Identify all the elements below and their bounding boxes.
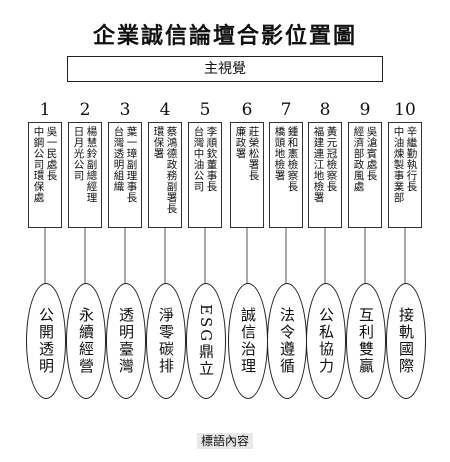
slogan-ellipse: 法令遵循 [267,283,307,399]
person-organization: 台灣透明組織 [112,126,125,192]
person-organization: 日月光公司 [72,126,85,181]
person-organization: 台灣中油公司 [192,126,205,192]
person-organization: 橋頭地檢署 [273,126,286,181]
person-card: 楊慧鈴副總經理日月光公司 [68,122,102,228]
slogan-text: 永續經營 [77,307,95,375]
person-card: 莊榮松署長廉政署 [230,122,264,228]
slogan-text: 法令遵循 [278,307,296,375]
position-number: 5 [199,100,211,120]
slogan-ellipse: 公開透明 [26,283,66,399]
person-name-title: 葉一璋副理事長 [125,126,138,203]
position-number: 3 [119,100,131,120]
slogan-ellipse: 誠信治理 [228,283,268,399]
slogan-legend: 標語內容 [0,432,450,449]
person-card: 李順欽董事長台灣中油公司 [188,122,222,228]
person-organization: 廉政署 [234,126,247,159]
person-card: 吳一民處長中鋼公司環保處 [28,122,62,228]
position-number: 8 [319,100,331,120]
person-organization: 福建連江地檢署 [312,126,325,203]
person-name-title: 吳一民處長 [45,126,58,181]
person-name-title: 蔡鴻德政務副署長 [165,126,178,214]
person-card: 鍾和憲檢察長橋頭地檢署 [269,122,303,228]
person-name-title: 鍾和憲檢察長 [286,126,299,192]
position-number: 6 [241,100,253,120]
person-name-title: 楊慧鈴副總經理 [85,126,98,203]
slogan-ellipse: 公私協力 [306,283,346,399]
person-name-title: 莊榮松署長 [247,126,260,181]
person-name-title: 辛繼勤執行長 [405,126,418,192]
person-name-title: 黃元冠檢察長 [325,126,338,192]
slogan-text: 透明臺灣 [117,307,135,375]
slogan-text: 公開透明 [37,307,55,375]
person-organization: 中油煉製事業部 [392,126,405,203]
position-number: 2 [79,100,91,120]
slogan-text: 互利雙贏 [357,307,375,375]
slogan-text: 公私協力 [317,307,335,375]
slogan-text: 淨零碳排 [157,307,175,375]
slogan-text: 接軌國際 [397,307,415,375]
person-name-title: 吳滄賓處長 [365,126,378,181]
position-number: 7 [280,100,292,120]
slogan-ellipse: 永續經營 [66,283,106,399]
person-card: 辛繼勤執行長中油煉製事業部 [388,122,422,228]
position-number: 4 [159,100,171,120]
slogan-ellipse: 接軌國際 [386,283,426,399]
slogan-text: ESG鼎立 [197,304,215,378]
person-card: 蔡鴻德政務副署長環保署 [148,122,182,228]
person-name-title: 李順欽董事長 [205,126,218,192]
slogan-ellipse: 透明臺灣 [106,283,146,399]
person-organization: 環保署 [152,126,165,159]
position-number: 1 [39,100,51,120]
person-card: 吳滄賓處長經濟部政風處 [348,122,382,228]
slogan-text: 誠信治理 [239,307,257,375]
main-visual-box: 主視覺 [67,56,383,82]
slogan-ellipse: 互利雙贏 [346,283,386,399]
slogan-ellipse: 淨零碳排 [146,283,186,399]
slogan-ellipse: ESG鼎立 [186,283,226,399]
person-card: 葉一璋副理事長台灣透明組織 [108,122,142,228]
position-number: 10 [394,100,416,120]
position-number: 9 [359,100,371,120]
page-title: 企業誠信論壇合影位置圖 [92,23,357,49]
person-card: 黃元冠檢察長福建連江地檢署 [308,122,342,228]
person-organization: 中鋼公司環保處 [32,126,45,203]
person-organization: 經濟部政風處 [352,126,365,192]
slogan-legend-label: 標語內容 [196,433,253,449]
